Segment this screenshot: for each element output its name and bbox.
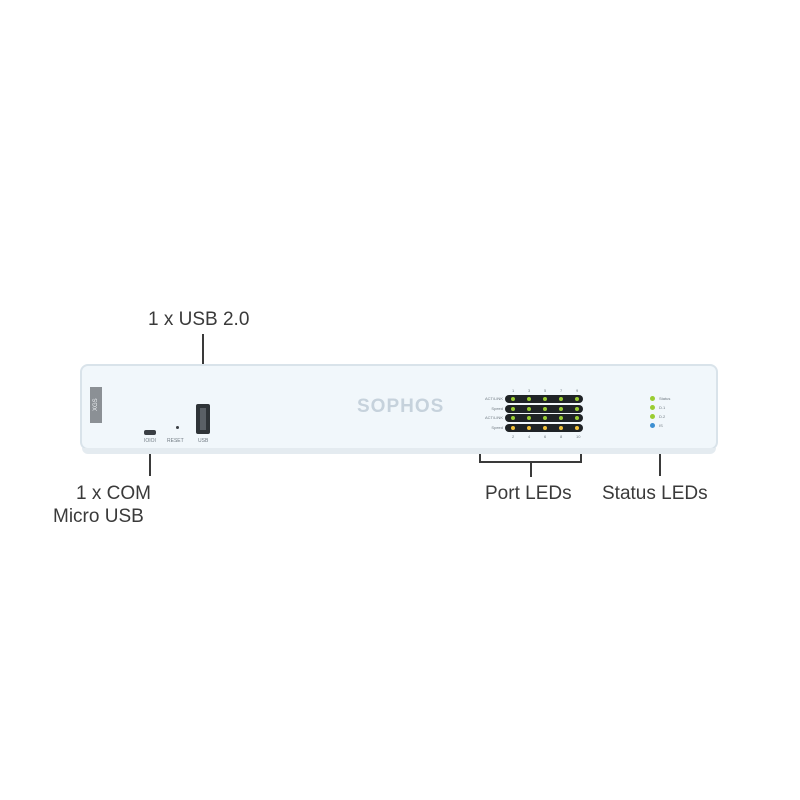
port-led <box>511 416 515 420</box>
model-tag: XGS <box>90 387 102 423</box>
firewall-appliance-front-panel: XGS IOIOI RESET USB SOPHOS 1 3 5 7 9 ACT/LIN… <box>80 364 718 454</box>
micro-usb-com-port <box>144 430 156 435</box>
status-led <box>650 396 655 401</box>
status-led-label: Status <box>659 396 671 401</box>
status-led <box>650 414 655 419</box>
port-numbers-top: 1 3 5 7 9 <box>505 388 583 394</box>
port-led <box>527 406 531 411</box>
port-numbers-bottom: 2 4 6 8 10 <box>505 434 583 440</box>
panel-bottom-rim <box>82 448 716 454</box>
port-number-label: 1 <box>512 388 515 393</box>
com-callout-label-line2: Micro USB <box>53 506 144 527</box>
com-port-label: IOIOI <box>144 438 156 444</box>
port-led <box>511 406 515 411</box>
port-led-row-label: Speed <box>491 405 503 411</box>
com-callout-line <box>149 432 151 476</box>
port-led <box>511 425 515 430</box>
port-led <box>511 397 515 401</box>
port-number-label: 2 <box>512 434 515 439</box>
port-led-row-label: ACT/LINK <box>484 415 503 420</box>
port-led <box>575 425 579 430</box>
usb-2-port <box>196 404 210 434</box>
port-number-label: 4 <box>528 434 531 439</box>
port-led-row: ACT/LINK <box>477 414 583 422</box>
port-leds-bracket-stem <box>530 461 532 477</box>
port-led-strip <box>505 414 583 422</box>
status-led-label: IS <box>659 423 663 428</box>
port-led <box>527 416 531 420</box>
port-led <box>527 397 531 401</box>
port-number-label: 10 <box>576 434 581 439</box>
port-led-row: Speed <box>477 423 583 432</box>
port-led <box>559 425 563 430</box>
port-led <box>543 406 547 411</box>
port-led-strip <box>505 404 583 413</box>
port-led-row: Speed <box>477 404 583 413</box>
port-leds-callout-label: Port LEDs <box>485 483 572 504</box>
port-led-strip <box>505 395 583 403</box>
port-led <box>543 416 547 420</box>
port-led <box>575 416 579 420</box>
port-led-row: ACT/LINK <box>477 395 583 403</box>
status-led-label: D.2 <box>659 414 666 419</box>
port-number-label: 9 <box>576 388 579 393</box>
port-led <box>559 406 563 411</box>
port-number-label: 6 <box>544 434 547 439</box>
reset-label: RESET <box>167 438 184 444</box>
status-led <box>650 405 655 410</box>
port-led <box>543 397 547 401</box>
sophos-logo: SOPHOS <box>357 396 445 417</box>
status-led <box>650 423 655 428</box>
port-led <box>543 425 547 430</box>
port-led <box>559 416 563 420</box>
port-led <box>575 406 579 411</box>
usb-port-label: USB <box>198 438 209 444</box>
port-led-row-label: ACT/LINK <box>484 396 503 401</box>
port-number-label: 3 <box>528 388 531 393</box>
port-led-strip <box>505 423 583 432</box>
status-led-label: D.1 <box>659 405 666 410</box>
port-led-row-label: Speed <box>491 424 503 430</box>
port-number-label: 5 <box>544 388 547 393</box>
port-led <box>559 397 563 401</box>
usb-callout-label: 1 x USB 2.0 <box>148 309 250 330</box>
status-leds-callout-line <box>659 432 661 476</box>
port-number-label: 8 <box>560 434 563 439</box>
status-leds-callout-label: Status LEDs <box>602 483 708 504</box>
reset-button <box>176 426 179 429</box>
port-led <box>527 425 531 430</box>
port-number-label: 7 <box>560 388 563 393</box>
com-callout-label-line1: 1 x COM <box>76 483 151 504</box>
port-led <box>575 397 579 401</box>
